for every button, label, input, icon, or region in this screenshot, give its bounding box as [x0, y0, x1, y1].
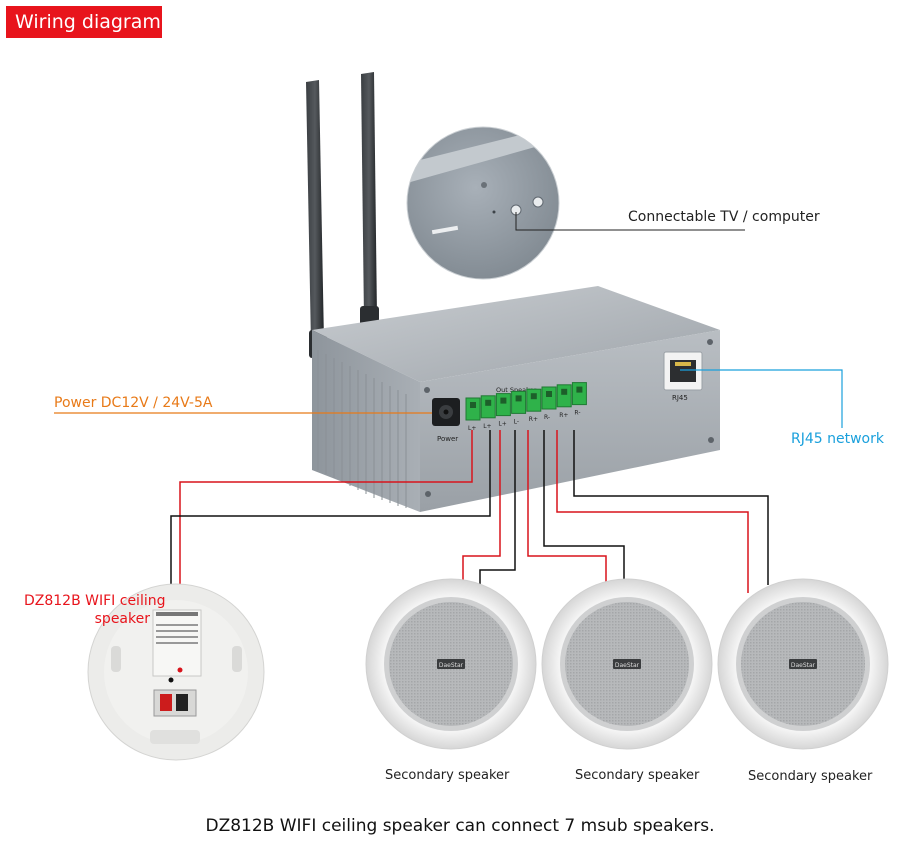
secondary-speaker-label: Secondary speaker: [748, 769, 873, 784]
speaker-logo: DaeStar: [791, 662, 816, 669]
speaker-wires: [170, 430, 769, 680]
terminal-screw: [576, 386, 583, 393]
secondary-speaker-1: DaeStar: [365, 578, 537, 750]
speaker-terminal: [526, 388, 542, 412]
main-speaker-label-line2: speaker: [94, 611, 150, 627]
terminal-screw: [485, 399, 492, 406]
terminal-label: L-: [514, 418, 519, 425]
terminal-label: L+: [483, 423, 491, 430]
terminal-label: R+: [529, 416, 538, 423]
speaker-terminal: [511, 390, 527, 414]
terminal-label: R+: [559, 412, 568, 419]
antenna-right: [360, 72, 379, 332]
wiring-diagram-header: Wiring diagram: [6, 6, 162, 38]
speaker-terminal: [465, 397, 481, 421]
speaker-terminal: [495, 393, 511, 417]
secondary-speaker-3: DaeStar: [717, 578, 889, 750]
out-speaker-label: Out Speaker: [496, 386, 537, 394]
speaker-terminal-block: L+ L+ L+ L- R+ R- R+ R-: [465, 382, 587, 432]
main-ceiling-speaker-back: [87, 583, 265, 761]
tv-callout-line: [515, 212, 745, 231]
secondary-speaker-label: Secondary speaker: [575, 768, 700, 783]
secondary-speaker-label: Secondary speaker: [385, 768, 510, 783]
terminal-screw: [561, 388, 568, 395]
speaker-terminal: [541, 386, 557, 410]
power-port-label: Power: [437, 435, 458, 443]
terminal-screw: [530, 393, 537, 400]
rj45-port: [663, 351, 703, 391]
terminal-screw: [546, 391, 552, 397]
rj45-network-label: RJ45 network: [791, 431, 884, 447]
terminal-label: R-: [574, 410, 580, 417]
tv-computer-label: Connectable TV / computer: [628, 209, 820, 225]
speaker-terminal: [556, 384, 572, 408]
speaker-terminal: [571, 382, 587, 406]
power-port: [432, 398, 460, 426]
terminal-label: L+: [468, 425, 476, 432]
secondary-speaker-2: DaeStar: [541, 578, 713, 750]
speaker-logo: DaeStar: [439, 662, 464, 669]
terminal-screw: [515, 395, 522, 402]
main-speaker-label-line1: DZ812B WIFI ceiling: [24, 593, 166, 609]
terminal-screw: [500, 397, 507, 404]
speaker-terminal: [480, 395, 496, 419]
router-box: [312, 286, 720, 512]
terminal-screw: [470, 402, 476, 408]
rj45-callout-line: [680, 369, 843, 428]
main-speaker-label: DZ812B WIFI ceiling speaker: [24, 592, 166, 628]
terminal-label: R-: [544, 414, 550, 421]
antenna-left: [306, 80, 327, 358]
diagram-caption: DZ812B WIFI ceiling speaker can connect …: [205, 816, 715, 836]
power-label: Power DC12V / 24V-5A: [54, 395, 213, 411]
speaker-logo: DaeStar: [615, 662, 640, 669]
terminal-label: L+: [498, 421, 506, 428]
rj45-port-label: RJ45: [672, 394, 688, 402]
zoom-detail-bubble: [406, 126, 560, 280]
